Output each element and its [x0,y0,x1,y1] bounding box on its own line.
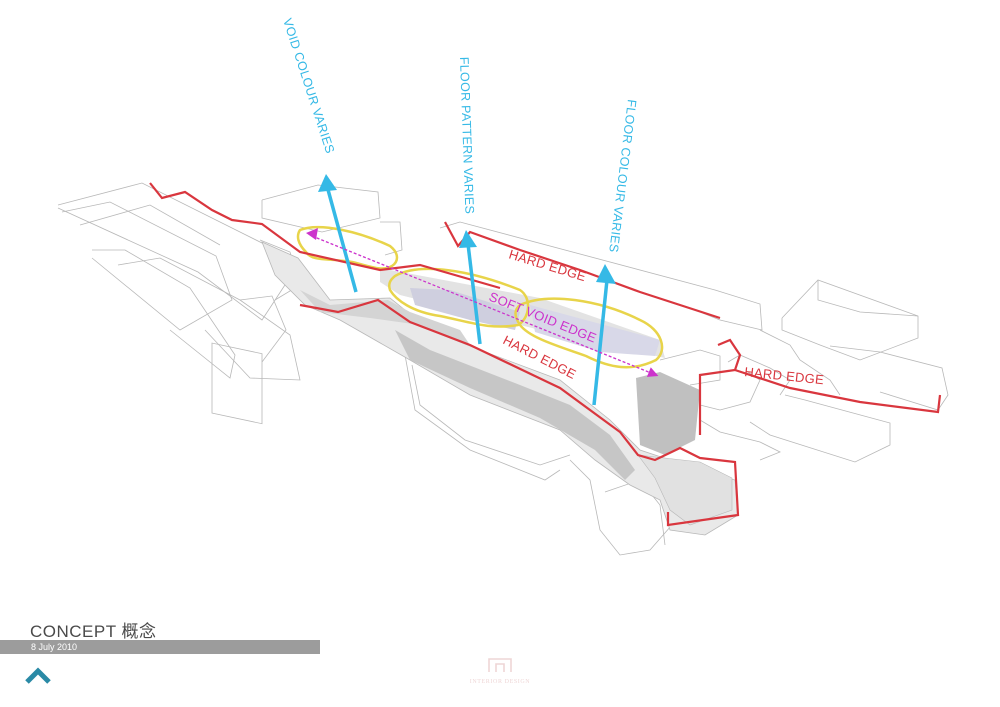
nav-up-button[interactable] [24,666,52,686]
interior-design-logo [488,658,512,672]
watermark-text: INTERIOR DESIGN [469,679,531,685]
hard-edge-label-right: HARD EDGE [744,364,825,387]
watermark: INTERIOR DESIGN [463,657,537,687]
page-date: 8 July 2010 [31,642,78,652]
floor-slabs [261,241,739,536]
cyan-arrows [318,174,616,406]
floor-pattern-label: FLOOR PATTERN VARIES [457,57,476,215]
hard-edge-label-top: HARD EDGE [507,247,588,285]
floor-colour-label: FLOOR COLOUR VARIES [606,99,639,254]
title-bar [0,640,320,654]
page-title: CONCEPT 概念 [30,622,157,641]
hard-edge-lines [149,182,942,527]
void-colour-label: VOID COLOUR VARIES [280,17,337,156]
soft-void-arrow [306,228,659,377]
chevron-up-icon [25,667,51,684]
